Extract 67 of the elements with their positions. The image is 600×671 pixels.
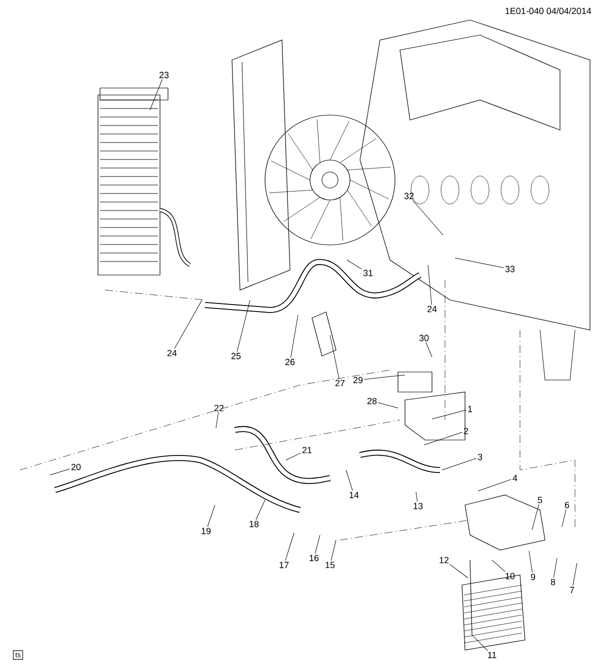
callout-number: 22: [214, 404, 224, 412]
callout-number: 6: [564, 502, 570, 508]
callout-number: 1: [468, 406, 472, 412]
leader-line: [412, 200, 444, 236]
callout-number: 26: [285, 358, 295, 366]
leader-line: [528, 550, 533, 573]
leader-line: [236, 300, 250, 352]
leader-line: [424, 432, 463, 446]
callout-number: 23: [159, 72, 169, 78]
callout-number: 4: [512, 474, 518, 482]
callout-number: 5: [538, 496, 542, 504]
callout-number: 14: [350, 492, 359, 498]
leader-line: [562, 509, 566, 528]
callout-number: 30: [419, 334, 429, 342]
leader-line: [346, 470, 353, 491]
leader-line: [553, 558, 558, 578]
leader-line: [442, 458, 477, 470]
leader-line: [492, 560, 506, 572]
callout-number: 11: [488, 652, 496, 658]
callout-number: 20: [71, 464, 81, 470]
leader-line: [174, 300, 202, 349]
callout-number: 19: [202, 528, 211, 534]
leader-line: [346, 260, 362, 270]
leader-line: [286, 452, 302, 460]
callout-number: 17: [280, 562, 289, 568]
leader-line: [432, 410, 467, 420]
leader-line: [426, 342, 432, 358]
leader-line: [330, 334, 340, 379]
callout-number: 31: [363, 270, 373, 276]
callout-number: 33: [505, 266, 515, 272]
leader-line: [428, 264, 432, 305]
leader-line: [330, 540, 336, 561]
leader-line: [290, 314, 298, 358]
leader-line: [572, 562, 578, 586]
callout-number: 16: [310, 554, 319, 562]
callout-number: 32: [404, 192, 414, 200]
callout-number: 3: [478, 454, 482, 460]
drawing-number: 1E01-040 04/04/2014: [506, 8, 592, 14]
callout-number: 7: [570, 586, 574, 594]
callout-number: 9: [530, 574, 536, 580]
callout-number: 25: [231, 352, 241, 360]
leader-line: [364, 374, 406, 380]
leader-line: [454, 258, 504, 268]
callout-number: 15: [326, 562, 335, 568]
leader-line: [150, 79, 162, 110]
leader-line: [532, 504, 540, 530]
callout-number: 24: [167, 350, 177, 356]
leader-line: [314, 534, 320, 554]
callout-number: 13: [414, 502, 423, 510]
callout-number: 27: [335, 380, 345, 386]
leader-line: [416, 492, 418, 502]
leader-line: [207, 504, 216, 527]
callout-number: 21: [302, 446, 312, 454]
leader-line: [50, 468, 70, 476]
callout-number: 12: [440, 556, 449, 564]
callout-number: 28: [367, 398, 377, 404]
leader-line: [256, 500, 266, 520]
callout-number: 29: [353, 376, 363, 384]
callout-number: 18: [250, 520, 259, 528]
callout-number: 8: [550, 578, 556, 586]
leader-line: [285, 532, 294, 561]
leader-line: [472, 634, 488, 651]
callout-number: 24: [427, 306, 437, 312]
leader-line: [450, 564, 468, 578]
leader-line: [478, 479, 512, 492]
leader-line: [216, 412, 219, 428]
leader-line: [378, 402, 398, 408]
